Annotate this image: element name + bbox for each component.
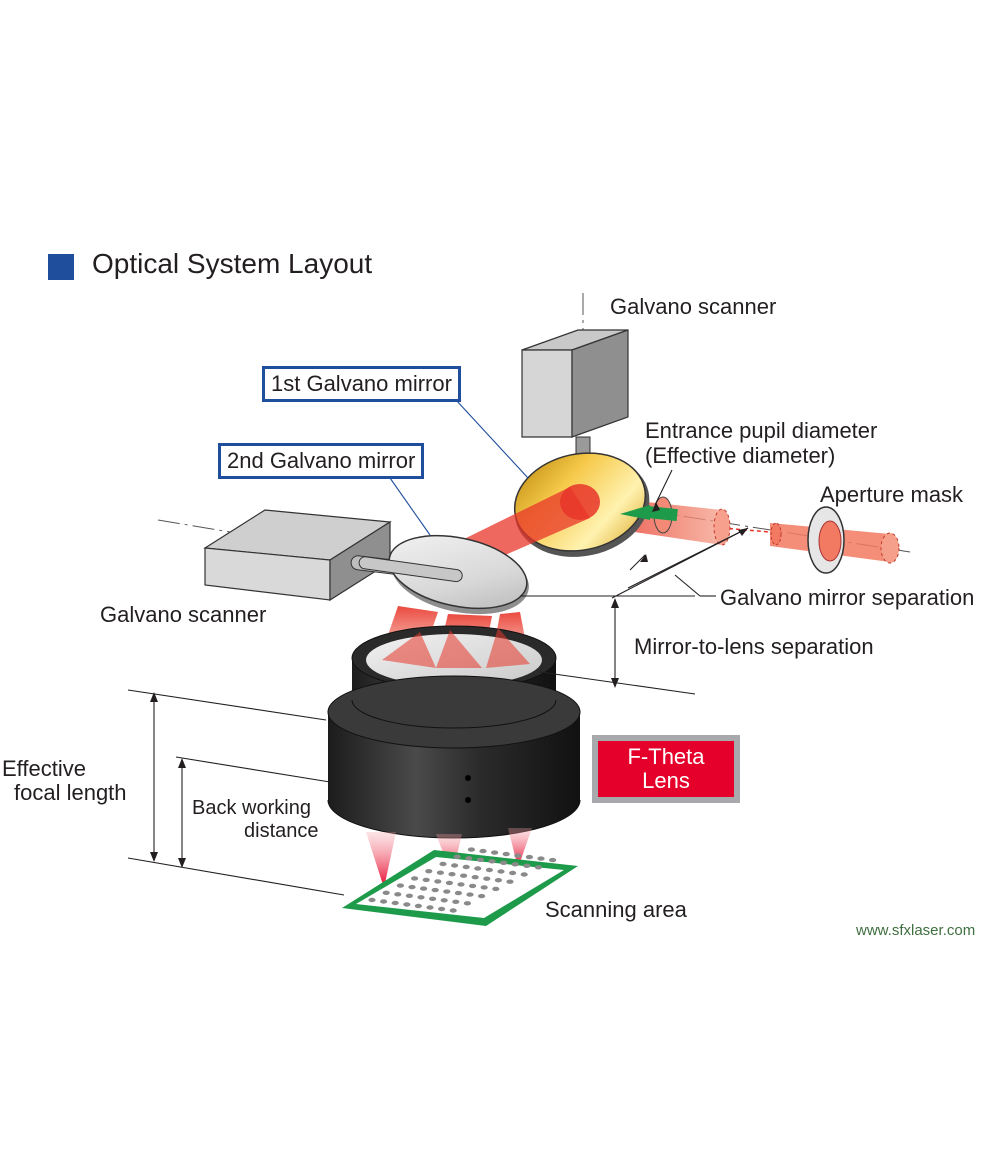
label-first-galvano-mirror: 1st Galvano mirror (262, 366, 461, 402)
scan-dot (420, 886, 428, 891)
ftheta-label-line1: F-Theta (627, 744, 705, 769)
title-marker-square (48, 254, 74, 280)
scan-dot (471, 875, 479, 880)
label-galvano-scanner-top: Galvano scanner (610, 294, 777, 319)
dimension-arrowheads (150, 502, 748, 868)
second-galvano-mirror (358, 534, 529, 615)
label-effective-focal-line2: focal length (14, 780, 127, 805)
scan-dot (422, 877, 430, 883)
scan-dot (463, 901, 471, 906)
scan-dot (466, 892, 474, 897)
scan-dot (514, 853, 522, 858)
label-scanning-area: Scanning area (545, 897, 687, 922)
label-back-working-line1: Back working (192, 797, 311, 819)
watermark: www.sfxlaser.com (856, 922, 976, 939)
label-entrance-pupil-line1: Entrance pupil diameter (645, 418, 878, 443)
label-effective-focal-line1: Effective (2, 756, 86, 781)
scan-dot (453, 854, 461, 859)
scan-dot (425, 869, 433, 874)
scan-dot (478, 893, 486, 899)
scan-dot (451, 863, 459, 868)
scan-dot (408, 884, 416, 890)
scan-dot (448, 872, 456, 877)
scan-dot (443, 889, 451, 894)
scan-dot (488, 859, 496, 864)
scan-dot (394, 892, 402, 897)
first-galvano-mirror (513, 452, 650, 557)
label-aperture-mask: Aperture mask (820, 482, 964, 507)
ftheta-label-line2: Lens (642, 768, 690, 793)
scan-dot (439, 861, 447, 867)
diagram-title: Optical System Layout (92, 248, 373, 279)
scan-dot (525, 854, 534, 860)
scan-dot (396, 883, 404, 888)
scan-dot (382, 890, 390, 895)
scan-dot (405, 893, 413, 898)
scan-dot (476, 857, 484, 862)
scan-dot (549, 857, 557, 863)
scan-dot (537, 856, 545, 861)
scan-dot (449, 908, 457, 913)
ftheta-lens-callout-inner: F-Theta Lens (598, 741, 734, 797)
scan-dot (491, 850, 499, 855)
scan-dot (438, 906, 446, 912)
scan-dot (483, 876, 491, 881)
scan-dots (368, 847, 557, 913)
label-entrance-pupil-line2: (Effective diameter) (645, 443, 836, 468)
scan-dot (494, 878, 502, 883)
scan-dot (457, 882, 465, 887)
scan-dot (469, 883, 477, 889)
scan-dot (480, 885, 488, 890)
label-galvano-scanner-left: Galvano scanner (100, 602, 267, 627)
label-mirror-to-lens-separation: Mirror-to-lens separation (634, 634, 874, 659)
scan-dot (465, 856, 473, 861)
scan-dot (434, 879, 442, 884)
top-galvano-scanner (521, 329, 629, 483)
scan-dot (492, 886, 500, 892)
scan-dot (508, 870, 517, 876)
scan-dot (445, 880, 453, 886)
dimension-lines (127, 399, 749, 896)
scan-dot (452, 899, 460, 904)
scan-dot (462, 864, 470, 870)
scan-dot (440, 898, 448, 903)
aperture-mask (807, 506, 845, 574)
f-theta-lens-body (327, 625, 581, 839)
scan-dot (403, 902, 411, 907)
scan-dot (474, 866, 482, 871)
scan-dot (429, 896, 437, 901)
scan-dot (523, 863, 531, 868)
scan-dot (479, 848, 487, 854)
scan-dot (417, 895, 425, 900)
scan-dot (436, 870, 444, 875)
scan-dot (534, 865, 543, 870)
label-second-galvano-mirror: 2nd Galvano mirror (218, 443, 425, 479)
scan-dot (485, 867, 493, 873)
scan-dot (500, 860, 508, 865)
scan-dot (467, 847, 475, 852)
scan-dot (454, 890, 462, 896)
scan-dot (391, 900, 399, 906)
scanning-area-board (342, 847, 578, 926)
scan-dot (380, 899, 388, 904)
scan-dot (411, 876, 419, 881)
scan-dot (368, 897, 376, 903)
scan-dot (497, 869, 505, 874)
scan-dot (502, 851, 510, 857)
ftheta-lens-callout: F-Theta Lens (592, 735, 740, 803)
scan-dot (414, 903, 422, 909)
label-back-working-line2: distance (244, 820, 319, 842)
scan-dot (431, 887, 439, 893)
scan-dot (506, 879, 514, 884)
scan-dot (511, 862, 519, 867)
mirror-to-mirror-beam (462, 487, 590, 566)
scan-dot (460, 873, 468, 878)
label-galvano-mirror-separation: Galvano mirror separation (720, 585, 975, 610)
scan-dot (426, 905, 434, 910)
scan-dot (520, 872, 528, 877)
